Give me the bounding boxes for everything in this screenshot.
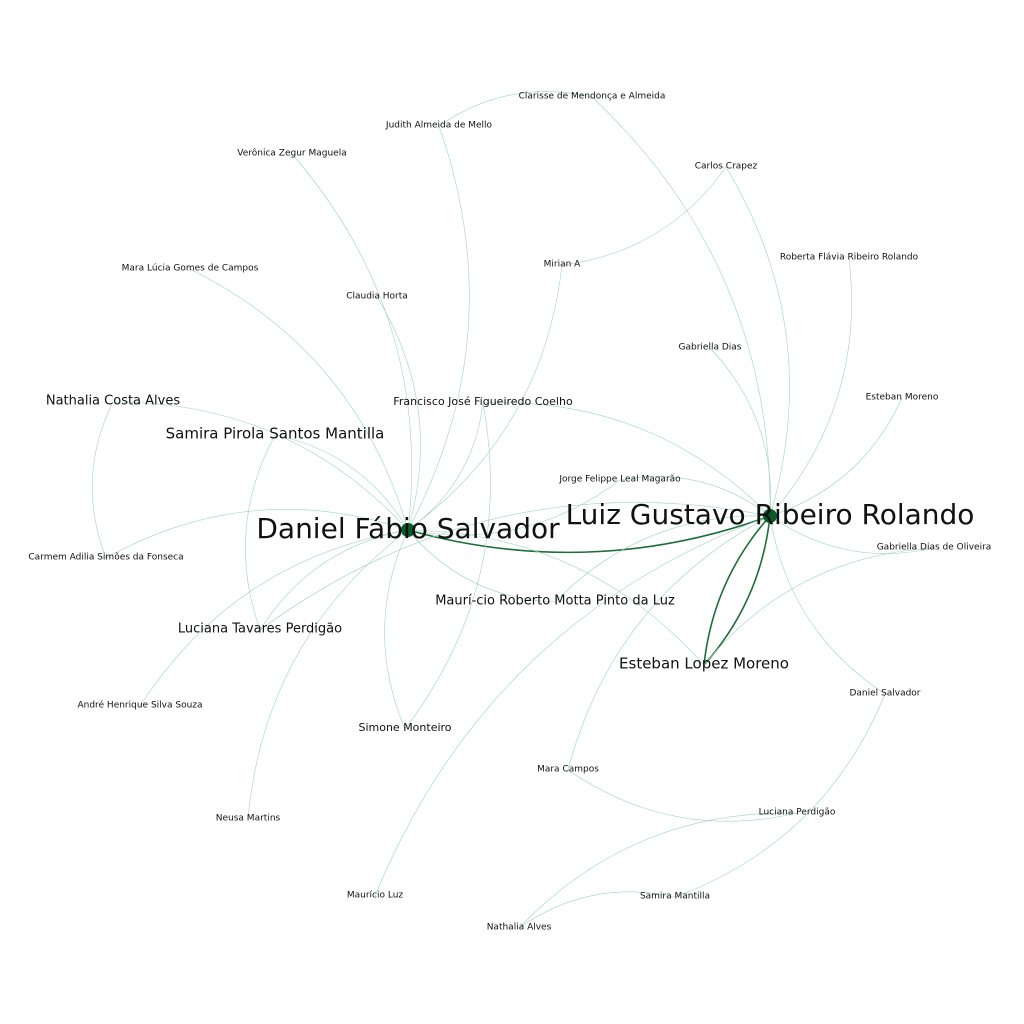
edge-luiz-gustavo-ribeiro-rolando-clarisse (591, 96, 771, 517)
edge-samira-mantilla-nathalia-alves (518, 891, 676, 929)
edge-samira-pirola-luciana-tavares (245, 434, 276, 631)
edge-daniel-fabio-salvador-veronica (291, 153, 412, 531)
node-label-jorge[interactable]: Jorge Felippe Leal Magarão (558, 475, 681, 485)
node-label-esteban-lopez[interactable]: Esteban Lopez Moreno (619, 655, 789, 673)
node-label-veronica[interactable]: Verônica Zegur Maguela (237, 148, 346, 159)
node-label-gabriella-dias[interactable]: Gabriella Dias (679, 343, 742, 353)
edge-esteban-lopez-daniel-fabio-salvador (407, 529, 705, 666)
edge-luiz-gustavo-ribeiro-rolando-gabriella-dias (709, 347, 771, 517)
edge-daniel-fabio-salvador-carmem (105, 509, 409, 559)
node-label-nathalia-alves[interactable]: Nathalia Alves (487, 923, 552, 933)
edge-daniel-fabio-salvador-samira-pirola (274, 434, 409, 531)
node-label-luiz-gustavo-ribeiro-rolando[interactable]: Luiz Gustavo Ribeiro Rolando (566, 498, 975, 531)
edge-daniel-fabio-salvador-judith (407, 125, 470, 531)
node-label-daniel-fabio-salvador[interactable]: Daniel Fábio Salvador (256, 512, 560, 545)
node-dot-daniel-fabio-salvador[interactable] (401, 523, 415, 537)
edge-luciana-perdigao-nathalia-alves (518, 812, 798, 929)
node-label-simone[interactable]: Simone Monteiro (358, 721, 451, 734)
node-label-mara-lucia[interactable]: Mara Lúcia Gomes de Campos (122, 264, 259, 274)
edge-daniel-fabio-salvador-luciana-tavares (259, 529, 409, 631)
node-label-nathalia-costa[interactable]: Nathalia Costa Alves (46, 394, 181, 409)
edge-daniel-fabio-salvador-mauricio-roberto (407, 529, 556, 603)
edge-esteban-lopez-luiz-gustavo-ribeiro-rolando (703, 515, 771, 666)
node-dot-luiz-gustavo-ribeiro-rolando[interactable] (763, 509, 777, 523)
node-label-esteban-moreno[interactable]: Esteban Moreno (866, 393, 939, 403)
node-label-mauricio-roberto[interactable]: Maurí-cio Roberto Motta Pinto da Luz (435, 594, 675, 609)
node-label-luciana-tavares[interactable]: Luciana Tavares Perdigão (178, 622, 342, 637)
node-label-roberta[interactable]: Roberta Flávia Ribeiro Rolando (780, 253, 919, 263)
edge-layer (91, 91, 935, 929)
node-label-andre[interactable]: André Henrique Silva Souza (77, 700, 202, 711)
edge-daniel-fabio-salvador-jorge (407, 479, 621, 536)
edge-daniel-fabio-salvador-simone (384, 529, 409, 730)
node-label-mirian[interactable]: Mirian A (544, 260, 582, 270)
edge-nathalia-costa-carmem (91, 401, 114, 559)
node-label-neusa[interactable]: Neusa Martins (216, 814, 281, 824)
node-label-mauricio-luz[interactable]: Maurício Luz (347, 891, 404, 901)
edge-daniel-fabio-salvador-neusa (247, 529, 409, 820)
edge-gabriella-oliveira-esteban-lopez (703, 547, 935, 666)
node-label-samira-mantilla[interactable]: Samira Mantilla (640, 892, 710, 902)
node-label-carmem[interactable]: Carmem Adilia Simões da Fonseca (28, 553, 183, 563)
edge-luiz-gustavo-ribeiro-rolando-francisco (482, 402, 771, 517)
node-label-daniel-salvador[interactable]: Daniel Salvador (849, 689, 920, 699)
edge-daniel-fabio-salvador-claudia (376, 296, 421, 531)
edge-luiz-gustavo-ribeiro-rolando-mara-campos (567, 515, 771, 771)
node-label-mara-campos[interactable]: Mara Campos (537, 765, 599, 775)
edge-clarisse-judith (438, 91, 593, 127)
node-label-francisco[interactable]: Francisco José Figueiredo Coelho (393, 395, 573, 408)
node-label-samira-pirola[interactable]: Samira Pirola Santos Mantilla (166, 425, 385, 443)
edge-luiz-gustavo-ribeiro-rolando-esteban-lopez (703, 515, 771, 666)
node-layer (401, 509, 777, 537)
edge-luiz-gustavo-ribeiro-rolando-esteban-moreno (769, 397, 903, 517)
edge-daniel-fabio-salvador-andre (139, 529, 409, 707)
edge-mirian-carlos (561, 166, 727, 266)
edge-luiz-gustavo-ribeiro-rolando-mauricio-roberto (554, 515, 771, 603)
edge-samira-mantilla-daniel-salvador (674, 693, 886, 898)
edge-daniel-fabio-salvador-mara-lucia (189, 268, 409, 531)
node-label-carlos[interactable]: Carlos Crapez (695, 162, 758, 172)
edge-luiz-gustavo-ribeiro-rolando-luciana-tavares (259, 502, 771, 631)
edge-luiz-gustavo-ribeiro-rolando-daniel-salvador (769, 515, 886, 695)
node-label-judith[interactable]: Judith Almeida de Mello (385, 121, 493, 131)
edge-luiz-gustavo-ribeiro-rolando-carlos (725, 166, 790, 517)
node-label-claudia[interactable]: Claudia Horta (346, 292, 408, 302)
node-label-gabriella-oliveira[interactable]: Gabriella Dias de Oliveira (877, 543, 992, 553)
edge-luiz-gustavo-ribeiro-rolando-mauricio-luz (374, 515, 771, 897)
edge-mara-campos-luciana-perdigao (567, 769, 798, 822)
edge-simone-francisco (404, 402, 491, 730)
edge-daniel-fabio-salvador-mirian (407, 264, 563, 531)
edge-daniel-fabio-salvador-francisco (407, 402, 484, 531)
node-label-clarisse[interactable]: Clarisse de Mendonça e Almeida (519, 92, 666, 102)
edge-luiz-gustavo-ribeiro-rolando-roberta (769, 257, 852, 517)
edge-daniel-fabio-salvador-luiz-gustavo-ribeiro-rolando (407, 515, 771, 554)
node-label-luciana-perdigao[interactable]: Luciana Perdigão (759, 808, 836, 818)
edge-luiz-gustavo-ribeiro-rolando-gabriella-oliveira (769, 515, 935, 554)
edge-daniel-fabio-salvador-nathalia-costa (112, 401, 409, 531)
edge-luiz-gustavo-ribeiro-rolando-jorge (619, 476, 771, 517)
